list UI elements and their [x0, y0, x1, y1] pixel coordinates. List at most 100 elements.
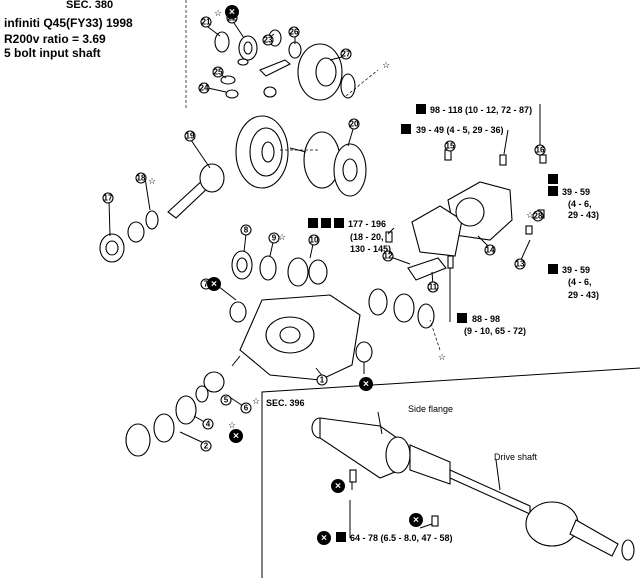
svg-text:✕: ✕	[211, 280, 218, 289]
svg-text:☆: ☆	[382, 60, 390, 70]
torque-wrench-icon	[548, 264, 558, 274]
svg-text:☆: ☆	[526, 210, 534, 220]
callout-20: 20	[348, 118, 360, 130]
callout-2: 2	[200, 440, 212, 452]
svg-text:☆: ☆	[252, 396, 260, 406]
callout-17: 17	[102, 192, 114, 204]
svg-text:☆: ☆	[278, 232, 286, 242]
svg-text:(4 - 6,: (4 - 6,	[568, 277, 592, 287]
callout-1: 1	[316, 374, 328, 386]
svg-text:☆: ☆	[438, 352, 446, 362]
leader-lines	[108, 19, 541, 538]
svg-text:17: 17	[104, 194, 113, 203]
svg-text:☆: ☆	[214, 8, 222, 18]
torque-wrench-icon	[401, 124, 411, 134]
svg-text:7: 7	[204, 280, 209, 289]
svg-text:39 - 59: 39 - 59	[562, 265, 590, 275]
gear-carrier	[239, 294, 373, 381]
torque-wrench-icon	[457, 313, 467, 323]
svg-text:16: 16	[536, 146, 545, 155]
sealant-icon	[321, 218, 331, 228]
torque-spec-6: 88 - 98 (9 - 10, 65 - 72)	[457, 313, 526, 336]
torque-wrench-icon	[334, 218, 344, 228]
callout-5: 5	[220, 394, 232, 406]
x-circle-icon: ✕	[317, 531, 331, 545]
callout-15: 15	[444, 140, 456, 152]
svg-text:☆: ☆	[148, 176, 156, 186]
svg-text:✕: ✕	[321, 534, 328, 543]
svg-text:29 - 43): 29 - 43)	[568, 290, 599, 300]
svg-text:20: 20	[350, 120, 359, 129]
callout-8: 8	[240, 224, 252, 236]
svg-text:15: 15	[446, 142, 455, 151]
svg-text:64 - 78 (6.5 - 8.0, 47 - 58): 64 - 78 (6.5 - 8.0, 47 - 58)	[350, 533, 453, 543]
svg-text:12: 12	[384, 252, 393, 261]
x-circle-icon: ✕	[359, 377, 373, 391]
bearing-cap	[407, 257, 447, 281]
callout-11b: 11	[427, 281, 439, 293]
callout-14: 14	[484, 244, 496, 256]
side-bearing-right	[368, 288, 435, 329]
drive-pinion	[99, 163, 225, 263]
svg-text:5: 5	[224, 396, 229, 405]
torque-spec-2: 39 - 49 (4 - 5, 29 - 36)	[401, 124, 504, 135]
side-flange-label: Side flange	[408, 404, 453, 414]
x-circle-icon: ✕	[331, 479, 345, 493]
svg-text:☆: ☆	[228, 420, 236, 430]
section-396-label: SEC. 396	[266, 398, 305, 408]
svg-text:✕: ✕	[335, 482, 342, 491]
svg-text:(9 - 10, 65 - 72): (9 - 10, 65 - 72)	[464, 326, 526, 336]
x-circle-icon: ✕	[207, 277, 221, 291]
callout-25: 25	[212, 66, 224, 78]
svg-text:(18 - 20,: (18 - 20,	[350, 232, 384, 242]
torque-spec-1: 98 - 118 (10 - 12, 72 - 87)	[416, 104, 532, 115]
svg-text:26: 26	[290, 28, 299, 37]
svg-text:✕: ✕	[413, 516, 420, 525]
ratio-note: R200v ratio = 3.69	[4, 32, 106, 46]
companion-flange	[125, 371, 225, 457]
svg-text:18: 18	[137, 174, 146, 183]
svg-text:✕: ✕	[363, 380, 370, 389]
torque-wrench-icon	[548, 186, 558, 196]
svg-text:(4 - 6,: (4 - 6,	[568, 199, 592, 209]
callout-12: 12	[382, 250, 394, 262]
svg-text:1: 1	[320, 376, 325, 385]
svg-text:2: 2	[204, 442, 209, 451]
callout-23: 23	[262, 34, 274, 46]
torque-spec-4: 39 - 59 (4 - 6, 29 - 43)	[548, 174, 599, 220]
svg-text:4: 4	[206, 420, 211, 429]
svg-text:25: 25	[214, 68, 223, 77]
torque-spec-5: 39 - 59 (4 - 6, 29 - 43)	[548, 264, 599, 300]
svg-text:88 - 98: 88 - 98	[472, 314, 500, 324]
svg-text:9: 9	[272, 234, 277, 243]
callout-4: 4	[202, 418, 214, 430]
callout-16: 16	[534, 144, 546, 156]
lubricate-icon	[308, 218, 318, 228]
svg-text:6: 6	[244, 404, 249, 413]
section-380-label: SEC. 380	[66, 0, 114, 11]
drive-shaft-label: Drive shaft	[494, 452, 538, 462]
svg-text:130 - 145): 130 - 145)	[350, 244, 391, 254]
svg-text:8: 8	[244, 226, 249, 235]
star-markers: ☆ ☆ ☆ ☆ ☆ ☆ ☆ ☆	[148, 8, 534, 430]
svg-text:24: 24	[200, 84, 209, 93]
callout-24: 24	[198, 82, 210, 94]
svg-text:177 - 196: 177 - 196	[348, 219, 386, 229]
torque-wrench-icon	[336, 532, 346, 542]
svg-text:39 - 49 (4 - 5, 29 - 36): 39 - 49 (4 - 5, 29 - 36)	[416, 125, 504, 135]
svg-text:21: 21	[202, 18, 211, 27]
callout-27: 27	[340, 48, 352, 60]
callout-21: 21	[200, 16, 212, 28]
callout-6: 6	[240, 402, 252, 414]
drive-shaft	[311, 417, 635, 561]
svg-text:98 - 118 (10 - 12, 72 - 87): 98 - 118 (10 - 12, 72 - 87)	[430, 105, 532, 115]
sealant-icon	[548, 174, 558, 184]
x-circle-icon: ✕	[409, 513, 423, 527]
callout-26: 26	[288, 26, 300, 38]
svg-text:10: 10	[310, 236, 319, 245]
callout-19: 19	[184, 130, 196, 142]
input-shaft-note: 5 bolt input shaft	[4, 46, 101, 60]
callout-13: 13	[514, 258, 526, 270]
svg-text:✕: ✕	[233, 432, 240, 441]
